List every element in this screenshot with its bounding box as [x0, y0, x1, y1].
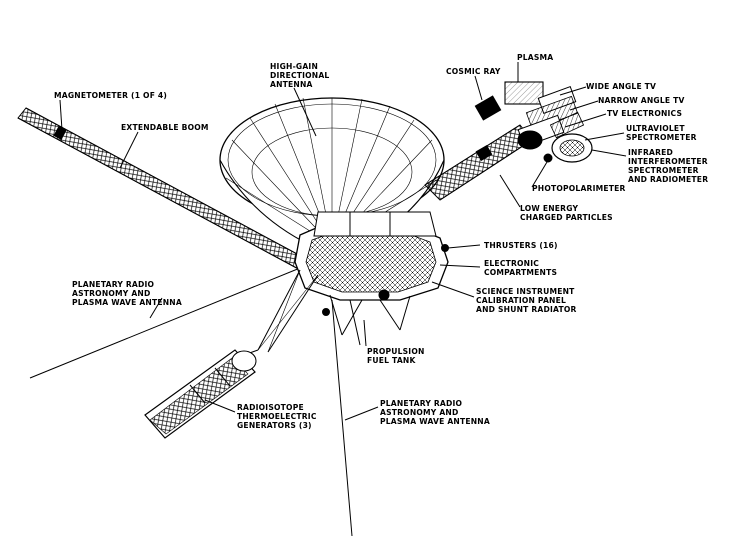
photopolarimeter: [543, 153, 553, 163]
label-ir-4: AND RADIOMETER: [628, 175, 708, 184]
label-uv-2: SPECTROMETER: [626, 133, 697, 142]
label-pra-bottom-1: PLANETARY RADIO: [380, 399, 463, 408]
uv-spectrometer: [549, 111, 585, 139]
label-propulsion-2: FUEL TANK: [367, 356, 416, 365]
label-cosmic-ray: COSMIC RAY: [446, 67, 501, 76]
label-plasma: PLASMA: [517, 53, 553, 62]
rtg-generators: [144, 349, 257, 439]
pra-antenna-left: [29, 267, 301, 379]
label-sci-1: SCIENCE INSTRUMENT: [476, 287, 575, 296]
label-propulsion-1: PROPULSION: [367, 347, 425, 356]
spacecraft-bus: [294, 211, 449, 346]
label-extendable-boom: EXTENDABLE BOOM: [121, 123, 209, 132]
label-rtg-1: RADIOISOTOPE: [237, 403, 304, 412]
label-narrow-angle-tv: NARROW ANGLE TV: [598, 96, 685, 105]
label-wide-angle-tv: WIDE ANGLE TV: [586, 82, 656, 91]
label-thrusters: THRUSTERS (16): [484, 241, 558, 250]
label-ir-2: INTERFEROMETER: [628, 157, 708, 166]
label-sci-2: CALIBRATION PANEL: [476, 296, 566, 305]
cosmic-ray-instrument: [474, 95, 502, 121]
label-tv-electronics: TV ELECTRONICS: [607, 109, 682, 118]
label-lecp-1: LOW ENERGY: [520, 204, 578, 213]
labels: MAGNETOMETER (1 OF 4) EXTENDABLE BOOM HI…: [54, 53, 708, 430]
label-lecp-2: CHARGED PARTICLES: [520, 213, 613, 222]
pra-antenna-down: [331, 299, 353, 537]
thruster-marker: [378, 289, 390, 301]
label-ir-3: SPECTROMETER: [628, 166, 699, 175]
label-hga-2: DIRECTIONAL: [270, 71, 329, 80]
label-uv-1: ULTRAVIOLET: [626, 124, 685, 133]
leader-lines: [59, 62, 627, 421]
label-electronic-1: ELECTRONIC: [484, 259, 539, 268]
label-rtg-2: THERMOELECTRIC: [237, 412, 317, 421]
label-photopolarimeter: PHOTOPOLARIMETER: [532, 184, 626, 193]
label-pra-bottom-2: ASTRONOMY AND: [380, 408, 458, 417]
label-pra-left-3: PLASMA WAVE ANTENNA: [72, 298, 182, 307]
label-hga-3: ANTENNA: [270, 80, 313, 89]
label-sci-3: AND SHUNT RADIATOR: [476, 305, 577, 314]
thruster-marker-2: [441, 244, 449, 252]
label-pra-bottom-3: PLASMA WAVE ANTENNA: [380, 417, 490, 426]
thruster-marker-3: [322, 308, 330, 316]
label-electronic-2: COMPARTMENTS: [484, 268, 557, 277]
label-ir-1: INFRARED: [628, 148, 673, 157]
label-rtg-3: GENERATORS (3): [237, 421, 312, 430]
label-magnetometer: MAGNETOMETER (1 OF 4): [54, 91, 167, 100]
label-pra-left-2: ASTRONOMY AND: [72, 289, 150, 298]
label-pra-left-1: PLANETARY RADIO: [72, 280, 155, 289]
label-hga-1: HIGH-GAIN: [270, 62, 318, 71]
magnetometer-boom: [17, 107, 313, 273]
scan-platform: [474, 81, 593, 163]
